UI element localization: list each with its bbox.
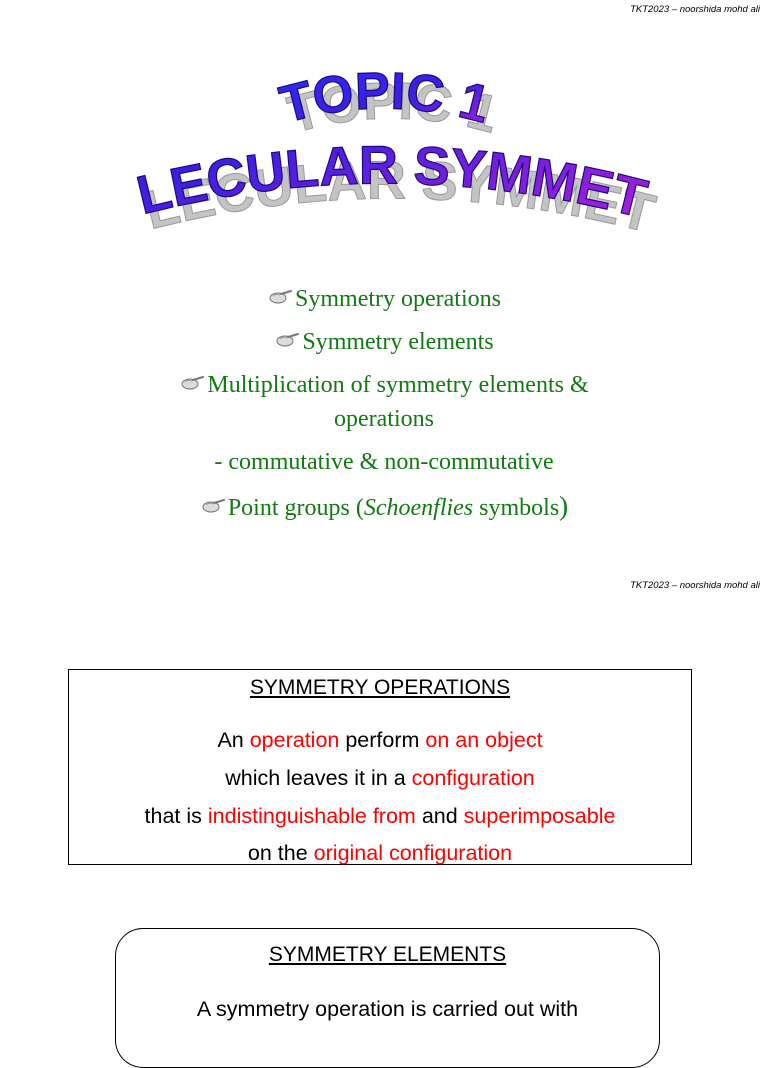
header-note: TKT2023 – noorshida mohd ali — [630, 4, 760, 15]
bullet-item: Point groups (Schoenflies symbols) — [0, 491, 768, 522]
bullet-continuation: operations — [0, 406, 768, 433]
pointing-hand-icon — [274, 327, 300, 354]
pointing-hand-icon — [200, 493, 226, 520]
definition-line: A symmetry operation is carried out with — [196, 997, 579, 1021]
highlight-text: operation — [249, 728, 340, 752]
bullet-text: symbols — [473, 495, 560, 521]
svg-text:TOPIC 1: TOPIC 1 — [274, 62, 495, 134]
pointing-hand-icon — [179, 370, 205, 397]
highlight-text: indistinguishable from — [207, 804, 416, 828]
bullet-item: Symmetry operations — [0, 284, 768, 313]
definition-line: An operation perform on an object — [69, 728, 691, 753]
bullet-item: Symmetry elements — [0, 327, 768, 356]
highlight-text: on an object — [425, 728, 543, 752]
text-run: which leaves it in a — [225, 766, 412, 790]
text-run: on the — [247, 841, 314, 865]
highlight-text: configuration — [411, 766, 535, 790]
bullet-close-paren: ) — [559, 491, 569, 521]
definition-line: which leaves it in a configuration — [69, 766, 691, 791]
text-run: and — [415, 804, 464, 828]
section-heading: SYMMETRY OPERATIONS — [249, 676, 511, 699]
header-note: TKT2023 – noorshida mohd ali — [630, 580, 760, 591]
bullet-item: Multiplication of symmetry elements & — [0, 370, 768, 399]
text-run: perform — [339, 728, 426, 752]
definition-line: that is indistinguishable from and super… — [69, 804, 691, 829]
bullet-text: operations — [334, 406, 434, 432]
sub-bullet: - commutative & non-commutative — [0, 449, 768, 476]
title-line1: TOPIC 1 — [274, 62, 496, 136]
definition-line: on the original configuration — [69, 841, 691, 866]
sub-bullet-text: - commutative & non-commutative — [214, 449, 554, 475]
text-run: An — [217, 728, 250, 752]
symmetry-elements-box: SYMMETRY ELEMENTS A symmetry operation i… — [115, 928, 660, 1068]
title-wordart: TOPIC 1 MOLECULAR SYMMETRY TOPIC 1 MOLEC… — [0, 0, 661, 245]
bullet-text: Point groups ( — [227, 495, 364, 521]
section-heading: SYMMETRY ELEMENTS — [268, 943, 507, 966]
bullet-text: Multiplication of symmetry elements & — [207, 372, 589, 398]
bullet-text: Symmetry elements — [302, 329, 494, 355]
bullet-text: Symmetry operations — [295, 286, 501, 312]
highlight-text: superimposable — [463, 804, 616, 828]
text-run: that is — [144, 804, 208, 828]
symmetry-operations-box: SYMMETRY OPERATIONS An operation perform… — [68, 669, 692, 865]
pointing-hand-icon — [267, 284, 293, 311]
highlight-text: original configuration — [313, 841, 513, 865]
bullet-italic-text: Schoenflies — [363, 495, 474, 521]
